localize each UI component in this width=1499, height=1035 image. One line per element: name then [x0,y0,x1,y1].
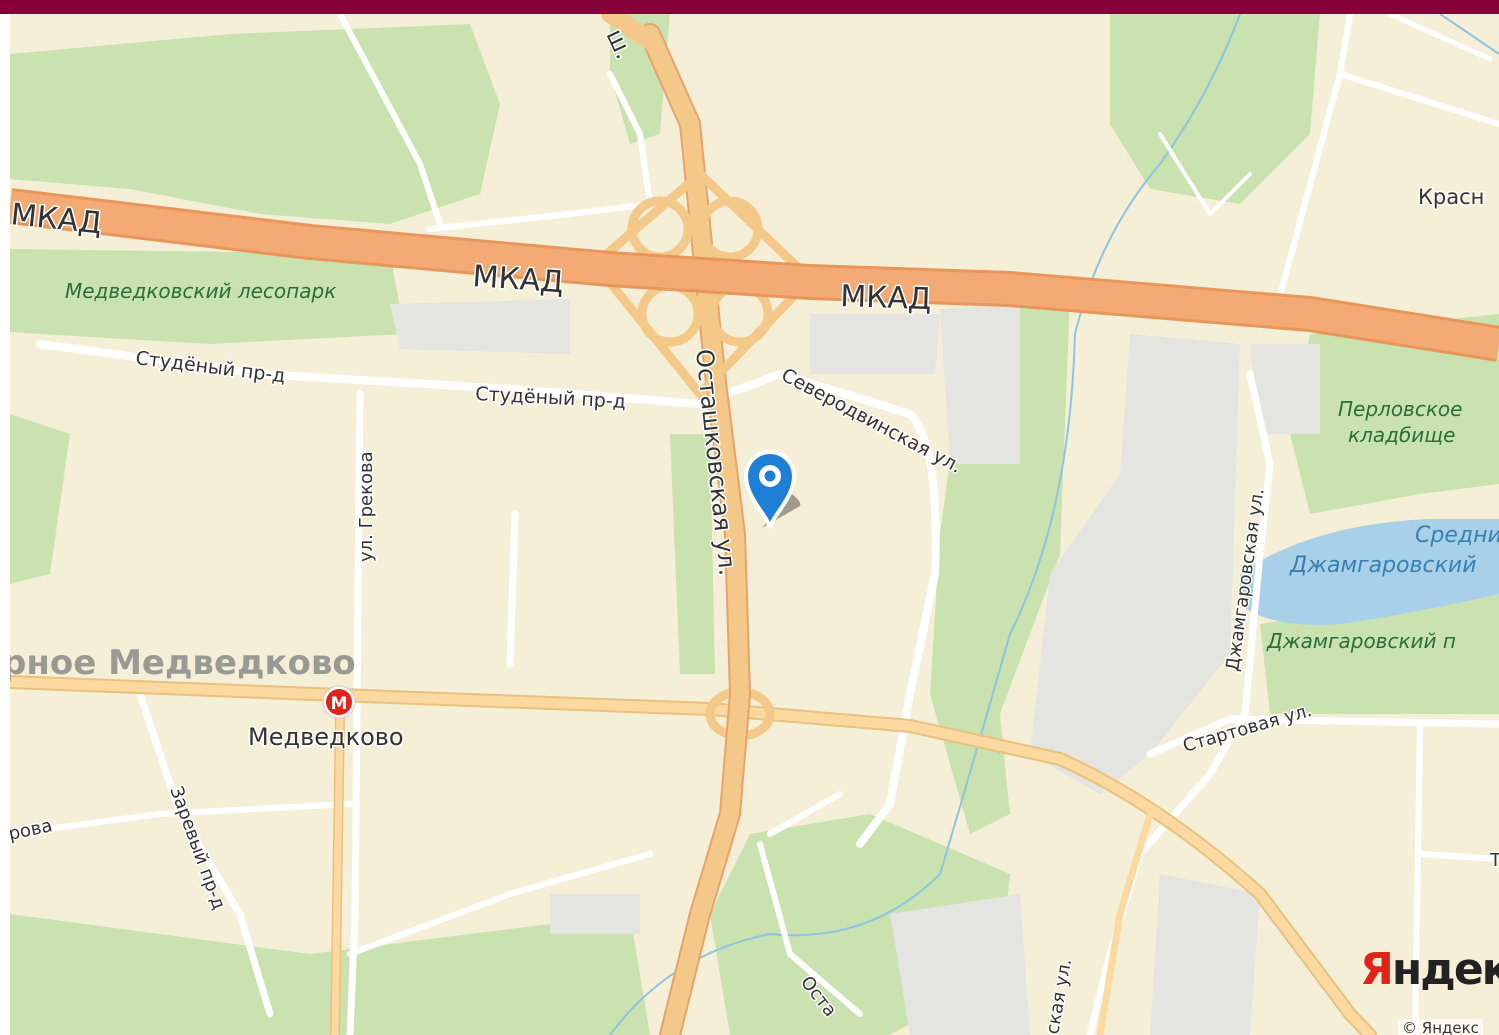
forest-top-right [1110,14,1320,204]
forest-layer [10,14,1499,1035]
label-mkad-right: МКАД [840,279,932,317]
mkad-road [10,188,1499,362]
label-perlovskoe-2: кладбище [1348,423,1455,447]
label-grekova: ул. Грекова [356,451,377,562]
metro-symbol: М [331,694,348,714]
metro-station[interactable]: М Медведково [247,685,405,753]
label-medvedkovsky-lesopark: Медведковский лесопарк [65,279,336,303]
map-view[interactable]: МКАД МКАД МКАД ш. Осташковская ул. Оста … [10,14,1499,1035]
label-dzhamgarovsky-park: Джамгаровский п [1266,629,1456,653]
forest-bottom-left [10,914,650,1035]
label-perlovskoe-1: Перловское [1338,397,1462,421]
forest-perlovskoe [1290,314,1499,514]
major-road-layer [10,675,1377,1035]
metro-icon [326,689,352,715]
label-kras-partial: Красн [1418,185,1484,209]
metro-station-label: Медведково [248,723,404,751]
forest-left-edge [10,414,70,584]
industrial-layer [390,299,1320,1035]
label-district: рное Медведково [10,643,356,683]
left-margin [0,14,10,1035]
sredny-pond [1240,519,1499,625]
forest-top-left [10,24,500,224]
map-pin-icon[interactable] [740,446,810,531]
yandex-logo[interactable]: Яндекс [1360,944,1499,995]
water-layer [609,14,1499,1035]
label-mkad-center: МКАД [471,259,564,300]
label-sredny-1: Средний [1415,523,1499,548]
forest-strip [670,434,715,674]
label-sredny-2: Джамгаровский [1289,553,1477,578]
top-border-bar [0,0,1499,14]
forest-lesopark [10,249,405,344]
map-canvas[interactable]: МКАД МКАД МКАД ш. Осташковская ул. Оста … [10,14,1499,1035]
label-right-partial: Т [1489,850,1499,871]
copyright-notice[interactable]: © Яндекс [1398,1019,1483,1035]
